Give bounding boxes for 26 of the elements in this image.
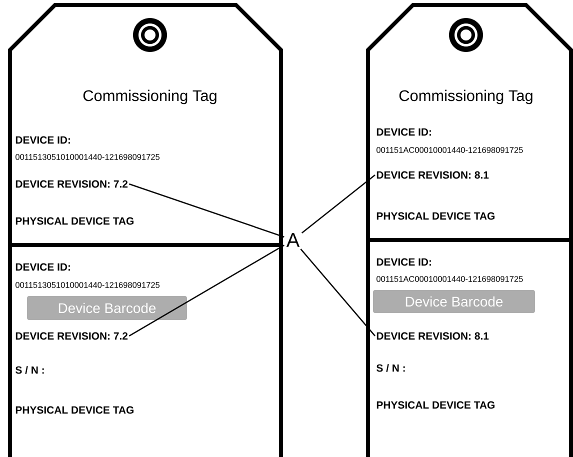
field-label: DEVICE ID: [376, 128, 431, 136]
revision-text: DEVICE REVISION: 7.2 [16, 332, 128, 340]
revision-text: DEVICE REVISION: 8.1 [376, 332, 489, 340]
device-id-number: 001151AC00010001440-121698091725 [376, 276, 523, 282]
field-label: S / N : [376, 364, 405, 372]
callout-letter: A [286, 233, 300, 247]
device-id-number: 0011513051010001440-121698091725 [16, 282, 160, 288]
revision-text: DEVICE REVISION: 7.2 [16, 180, 128, 188]
field-label: PHYSICAL DEVICE TAG [376, 212, 494, 220]
revision-text: DEVICE REVISION: 8.1 [376, 171, 489, 179]
field-label: PHYSICAL DEVICE TAG [16, 406, 134, 414]
leader-line [128, 244, 284, 337]
tag-title: Commissioning Tag [399, 90, 532, 104]
barcode-box: Device Barcode [27, 296, 187, 320]
field-label: S / N : [16, 366, 44, 374]
device-id-number: 0011513051010001440-121698091725 [16, 154, 160, 160]
leader-line [300, 248, 376, 336]
device-id-number: 001151AC00010001440-121698091725 [376, 147, 523, 153]
field-label: DEVICE ID: [16, 263, 70, 271]
field-label: DEVICE ID: [16, 136, 70, 144]
tag-title: Commissioning Tag [83, 90, 216, 104]
field-label: PHYSICAL DEVICE TAG [376, 401, 494, 409]
field-label: DEVICE ID: [376, 258, 431, 266]
barcode-box: Device Barcode [373, 290, 535, 313]
leader-line [128, 183, 284, 238]
field-label: PHYSICAL DEVICE TAG [16, 217, 134, 225]
